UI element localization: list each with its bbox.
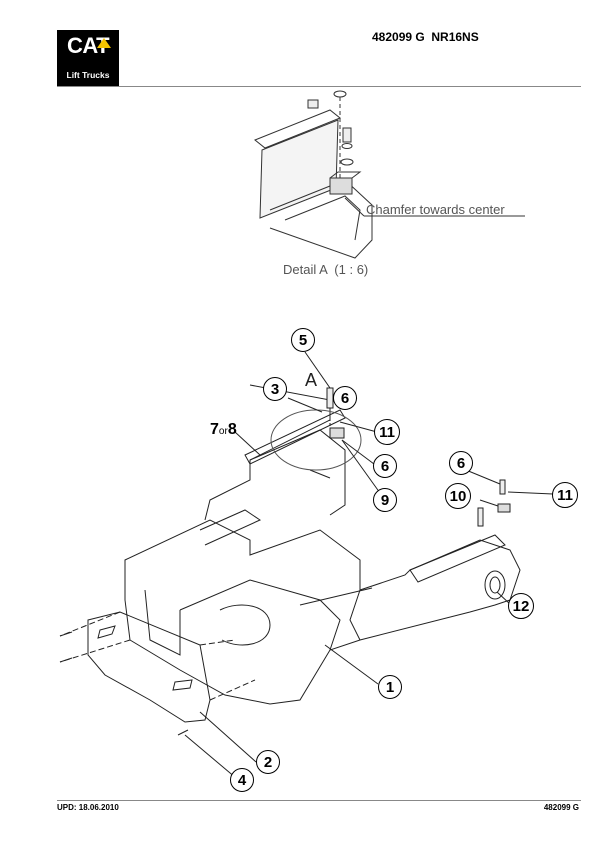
detail-a-drawing	[254, 90, 525, 259]
chamfer-note: Chamfer towards center	[366, 202, 505, 217]
callout-3: 3	[263, 377, 287, 401]
callout-or: or	[218, 426, 228, 437]
callout-7: 7	[210, 421, 219, 438]
callout-2: 2	[256, 750, 280, 774]
callout-7-or-8: 7or8	[210, 421, 237, 439]
footer-divider	[57, 800, 581, 801]
document-title: 482099 G NR16NS	[372, 30, 479, 44]
footer-update-date: UPD: 18.06.2010	[57, 803, 119, 812]
callout-6: 6	[333, 386, 357, 410]
callout-11: 11	[374, 419, 400, 445]
callout-9: 9	[373, 488, 397, 512]
logo-subtext: Lift Trucks	[66, 70, 110, 80]
callout-5: 5	[291, 328, 315, 352]
callout-4: 4	[230, 768, 254, 792]
callout-8: 8	[227, 421, 237, 438]
footer-doc-number: 482099 G	[543, 803, 579, 812]
logo-triangle-icon	[97, 38, 111, 48]
frame-drawing	[59, 351, 554, 779]
view-marker-a: A	[305, 370, 318, 390]
callout-6: 6	[449, 451, 473, 475]
header-divider	[57, 86, 581, 87]
callout-1: 1	[378, 675, 402, 699]
callout-12: 12	[508, 593, 534, 619]
detail-a-label: Detail A (1 : 6)	[283, 262, 369, 277]
callout-10: 10	[445, 483, 471, 509]
callout-6: 6	[373, 454, 397, 478]
cat-logo: CAT Lift Trucks	[57, 30, 119, 86]
callout-11: 11	[552, 482, 578, 508]
